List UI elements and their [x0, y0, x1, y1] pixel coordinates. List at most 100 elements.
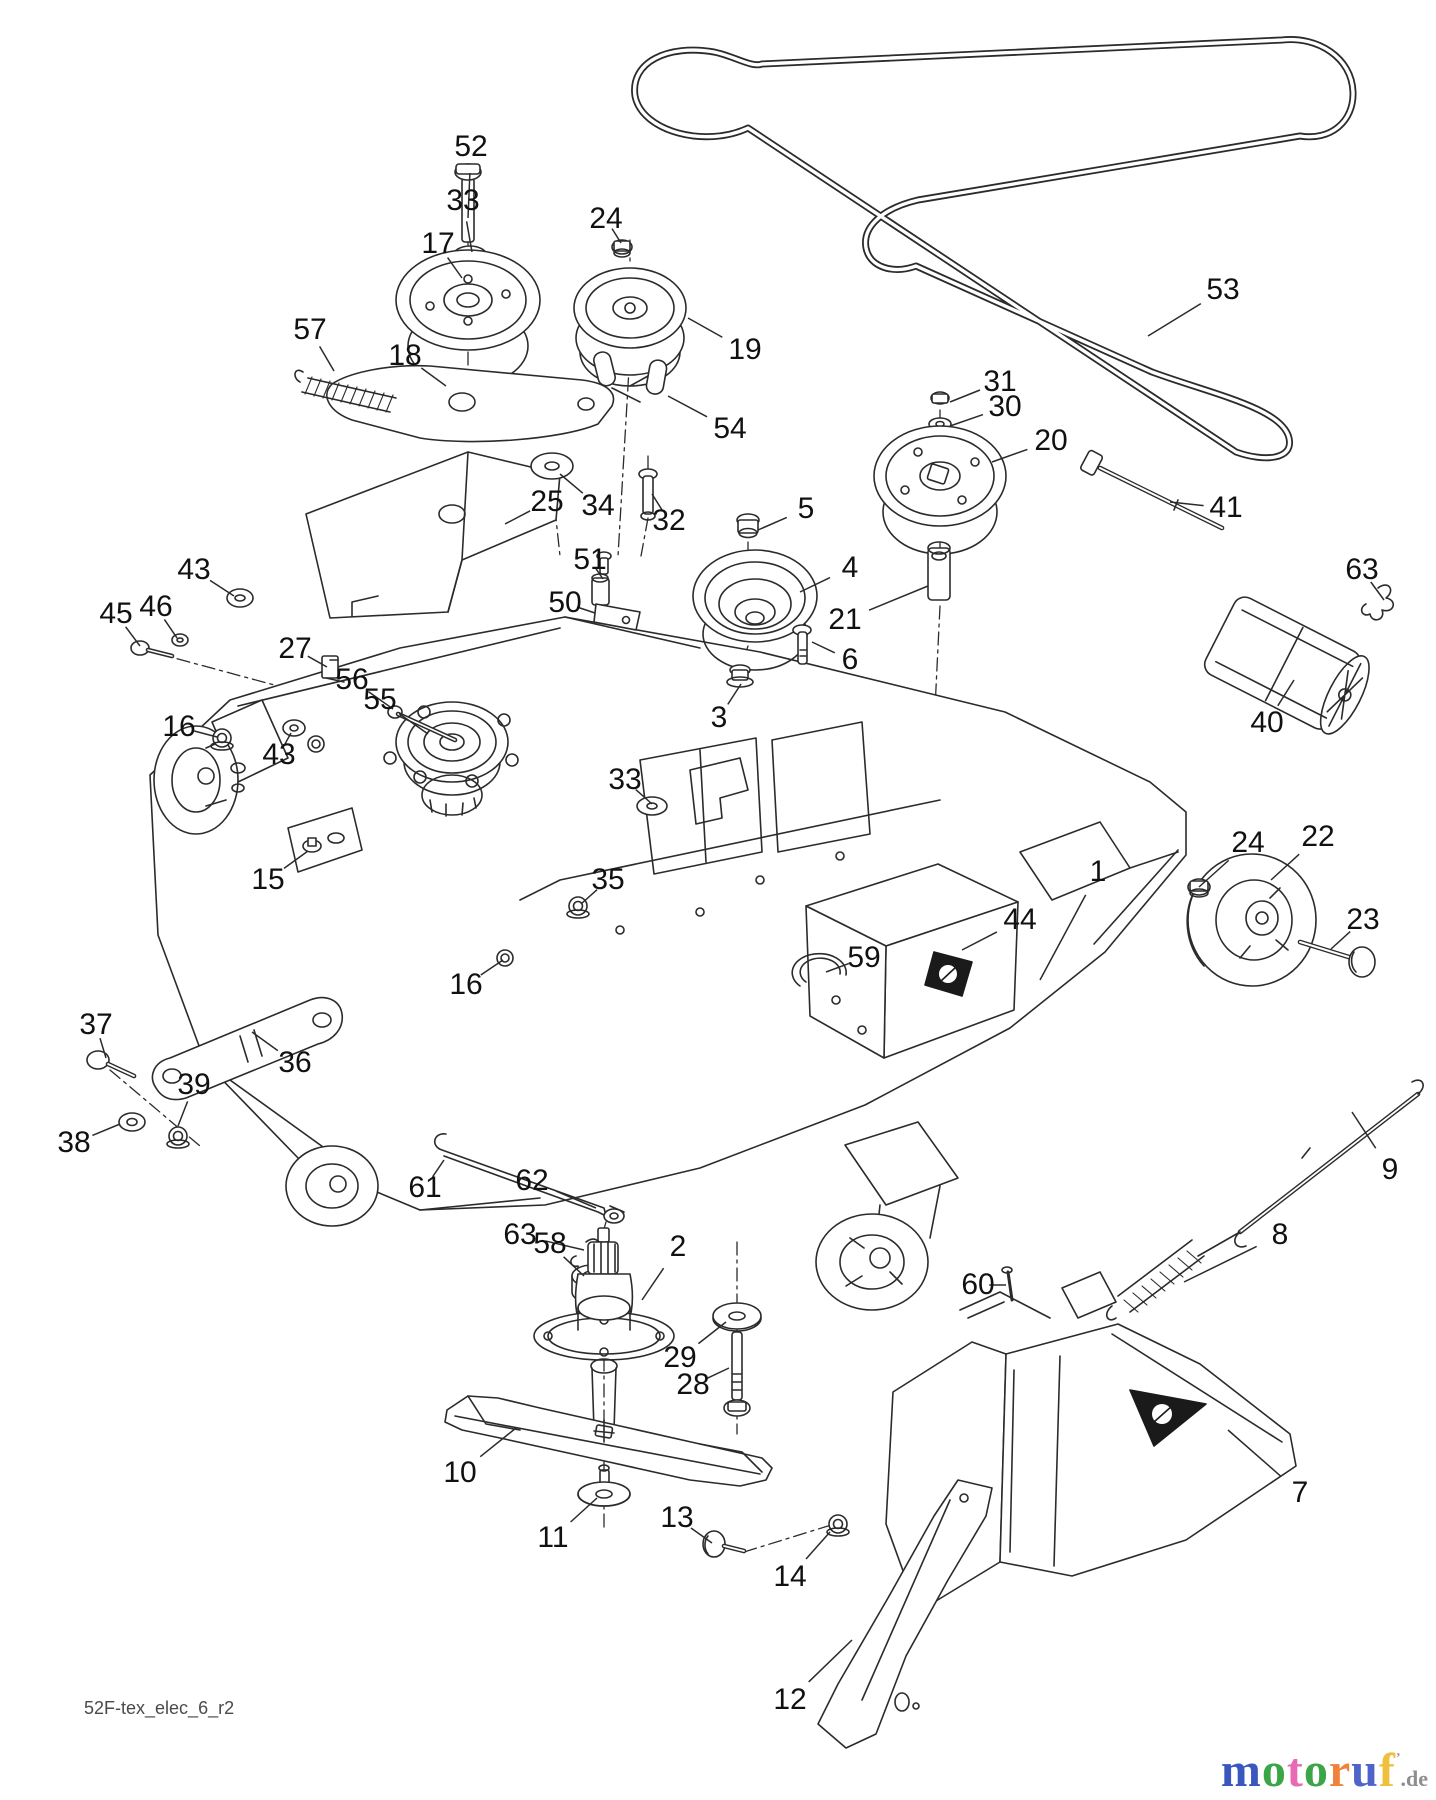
callout-1: 1: [1089, 855, 1107, 888]
watermark-letter: o: [1303, 1744, 1329, 1797]
leader-32: [651, 493, 663, 511]
leader-2: [641, 1267, 665, 1301]
callout-39: 39: [177, 1068, 211, 1101]
callout-46: 46: [139, 590, 173, 623]
watermark-letter: u: [1351, 1744, 1379, 1797]
leader-51: [594, 567, 604, 580]
leader-54: [667, 395, 708, 418]
callout-43: 43: [262, 738, 296, 771]
watermark: motoruf’.de: [1221, 1743, 1428, 1798]
leader-62: [555, 1190, 597, 1209]
callout-12: 12: [773, 1683, 807, 1716]
callout-16: 16: [449, 968, 483, 1001]
callout-25: 25: [530, 485, 564, 518]
callout-58: 58: [533, 1227, 567, 1260]
leader-7: [1227, 1429, 1281, 1477]
watermark-word: motoruf: [1221, 1744, 1396, 1797]
callout-28: 28: [676, 1368, 710, 1401]
idler-pulley-4-stack: [692, 513, 818, 688]
callout-59: 59: [847, 941, 881, 974]
leader-15: [283, 850, 309, 870]
leader-24: [611, 228, 622, 244]
flange-nut-39: [166, 1126, 190, 1149]
idler-pulley-20-stack: [873, 391, 1007, 601]
tension-spring-8: [1105, 1231, 1241, 1321]
callout-31: 31: [983, 365, 1017, 398]
watermark-letter: f: [1378, 1744, 1396, 1797]
leader-3: [727, 683, 742, 705]
leader-44: [961, 931, 998, 951]
callout-24: 24: [589, 202, 623, 235]
callout-45: 45: [99, 597, 133, 630]
leader-33: [465, 221, 473, 253]
callout-35: 35: [591, 863, 625, 896]
flange-nut-35: [566, 896, 590, 919]
callout-34: 34: [581, 489, 615, 522]
leader-63: [545, 1240, 585, 1251]
washer-pin-62: [603, 1205, 625, 1224]
callout-6: 6: [841, 643, 859, 676]
leader-50: [576, 606, 596, 614]
leader-24: [1198, 859, 1230, 888]
callout-30: 30: [988, 390, 1022, 423]
callout-17: 17: [421, 227, 455, 260]
leader-11: [570, 1497, 598, 1523]
leader-57: [318, 346, 335, 372]
leader-33: [635, 789, 653, 805]
leader-56: [367, 690, 394, 710]
callout-7: 7: [1291, 1476, 1309, 1509]
leader-9: [1351, 1111, 1377, 1149]
leader-40: [1277, 679, 1295, 707]
belt-cover-25: [305, 451, 561, 619]
leader-43: [283, 732, 292, 747]
leader-63: [1370, 581, 1385, 601]
spindle-assembly-2: [533, 1227, 675, 1438]
bolt-37: [86, 1050, 137, 1079]
leader-31: [949, 389, 981, 403]
leader-16: [480, 959, 504, 976]
leader-6: [811, 641, 836, 654]
leader-21: [868, 585, 929, 611]
hex-bolt-41: [1080, 449, 1225, 531]
washer-43-lower: [282, 719, 325, 753]
watermark-letter: m: [1220, 1744, 1262, 1797]
leader-41: [1169, 501, 1204, 507]
callout-23: 23: [1346, 903, 1380, 936]
bolt-45: [130, 640, 175, 659]
spacer-21: [927, 541, 951, 601]
clip-nut-27: [321, 655, 345, 683]
rear-right-caster-wheel: [815, 1121, 959, 1311]
leader-13: [690, 1527, 713, 1544]
callout-51: 51: [573, 543, 607, 576]
leader-58: [563, 1256, 585, 1277]
lift-rod-9: [1234, 1079, 1424, 1248]
callout-63: 63: [1345, 553, 1379, 586]
front-left-caster-wheel: [153, 699, 289, 835]
callout-33: 33: [608, 763, 642, 796]
roller-baffle-40: [1203, 596, 1370, 735]
leader-16: [194, 730, 218, 738]
flange-nut-14: [826, 1514, 850, 1537]
callout-4: 4: [841, 551, 859, 584]
leader-25: [504, 510, 531, 525]
washer-38: [118, 1112, 146, 1132]
callout-14: 14: [773, 1560, 807, 1593]
washer-43-upper: [226, 588, 254, 608]
leader-1: [1039, 894, 1087, 981]
callout-8: 8: [1271, 1218, 1289, 1251]
switch-bracket-50-51: [591, 551, 641, 631]
callout-61: 61: [408, 1171, 442, 1204]
callout-27: 27: [278, 632, 312, 665]
shoulder-bolt-23: [1297, 939, 1376, 978]
leader-36: [251, 1031, 279, 1052]
callout-21: 21: [828, 603, 862, 636]
leader-23: [1330, 931, 1351, 950]
discharge-chute-7: [885, 1291, 1297, 1613]
flange-nut-3: [726, 664, 754, 688]
carriage-bolt-13: [702, 1530, 747, 1558]
belt-keeper-54: [593, 351, 668, 403]
callout-22: 22: [1301, 820, 1335, 853]
